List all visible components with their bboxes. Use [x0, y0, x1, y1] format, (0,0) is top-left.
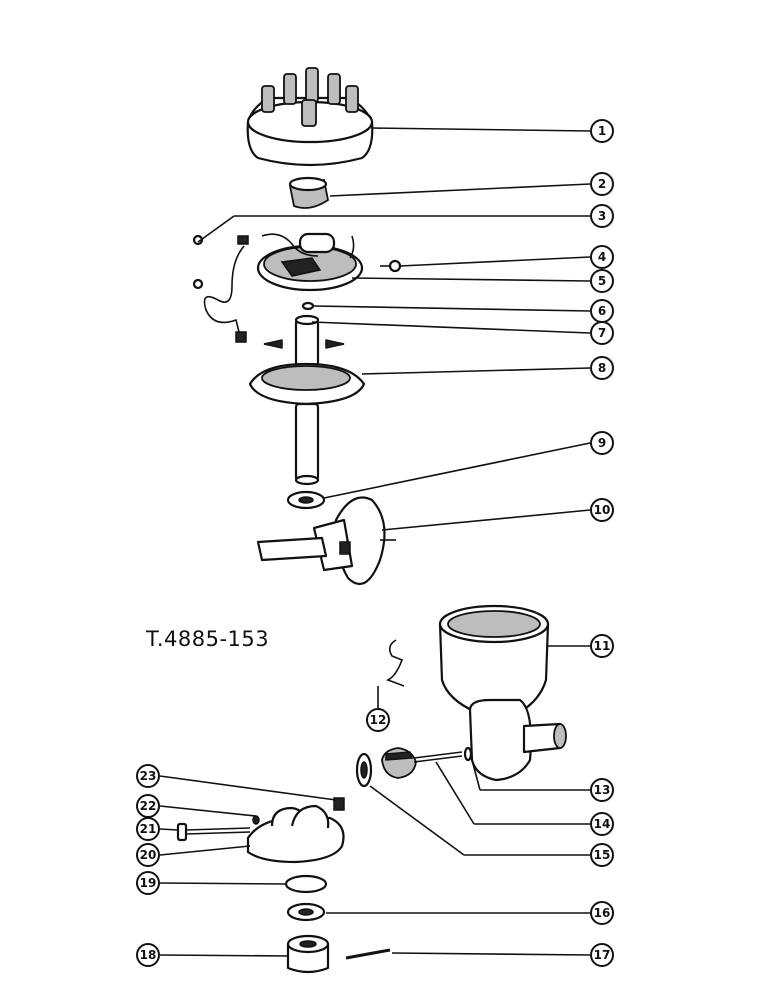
callout-23: 23 — [136, 764, 160, 788]
callout-6: 6 — [590, 299, 614, 323]
condenser-lead — [203, 235, 249, 343]
svg-text:15: 15 — [594, 848, 611, 862]
svg-text:8: 8 — [598, 361, 606, 375]
svg-text:18: 18 — [140, 948, 157, 962]
thrust-washer — [286, 490, 326, 510]
distributor-housing — [438, 604, 567, 782]
svg-text:11: 11 — [594, 639, 611, 653]
callout-3: 3 — [590, 204, 614, 228]
callout-5: 5 — [590, 269, 614, 293]
drive-gear — [381, 746, 473, 779]
callout-9: 9 — [590, 431, 614, 455]
svg-text:21: 21 — [140, 822, 157, 836]
callout-4: 4 — [590, 245, 614, 269]
callout-20: 20 — [136, 843, 160, 867]
svg-text:10: 10 — [594, 503, 611, 517]
svg-text:7: 7 — [598, 326, 606, 340]
callout-16: 16 — [590, 901, 614, 925]
gear-washer — [355, 752, 373, 788]
rotor — [288, 176, 330, 209]
callout-1: 1 — [590, 119, 614, 143]
svg-text:3: 3 — [598, 209, 606, 223]
svg-text:1: 1 — [598, 124, 606, 138]
callout-14: 14 — [590, 812, 614, 836]
callout-2: 2 — [590, 172, 614, 196]
breaker-plate-assembly — [256, 232, 364, 292]
svg-text:9: 9 — [598, 436, 606, 450]
lower-washer — [286, 902, 326, 922]
roll-pin — [345, 948, 391, 960]
callout-11: 11 — [590, 634, 614, 658]
svg-text:23: 23 — [140, 769, 157, 783]
vacuum-advance-unit — [256, 496, 396, 586]
shaft-cam-plate — [248, 314, 366, 486]
callout-7: 7 — [590, 321, 614, 345]
o-ring — [284, 874, 328, 894]
svg-text:20: 20 — [140, 848, 157, 862]
leader-lines — [197, 127, 591, 956]
clamp-plate — [246, 797, 345, 864]
svg-text:2: 2 — [598, 177, 606, 191]
callout-22: 22 — [136, 794, 160, 818]
callout-21: 21 — [136, 817, 160, 841]
drawing-code: T.4885-153 — [145, 627, 269, 651]
svg-text:6: 6 — [598, 304, 606, 318]
callout-18: 18 — [136, 943, 160, 967]
svg-text:17: 17 — [594, 948, 611, 962]
callout-10: 10 — [590, 498, 614, 522]
svg-text:22: 22 — [140, 799, 157, 813]
svg-text:16: 16 — [594, 906, 611, 920]
callout-19: 19 — [136, 871, 160, 895]
drive-coupling — [286, 934, 330, 974]
callout-8: 8 — [590, 356, 614, 380]
retaining-spring — [386, 639, 405, 687]
svg-text:13: 13 — [594, 783, 611, 797]
svg-text:5: 5 — [598, 274, 606, 288]
svg-text:14: 14 — [594, 817, 611, 831]
svg-text:12: 12 — [370, 713, 387, 727]
clamp-bolt — [176, 815, 260, 842]
leader-lines-left — [159, 775, 337, 957]
callout-15: 15 — [590, 843, 614, 867]
callout-13: 13 — [590, 778, 614, 802]
callout-12: 12 — [366, 708, 390, 732]
distributor-cap — [246, 67, 374, 167]
callout-17: 17 — [590, 943, 614, 967]
svg-text:19: 19 — [140, 876, 157, 890]
svg-text:4: 4 — [598, 250, 606, 264]
